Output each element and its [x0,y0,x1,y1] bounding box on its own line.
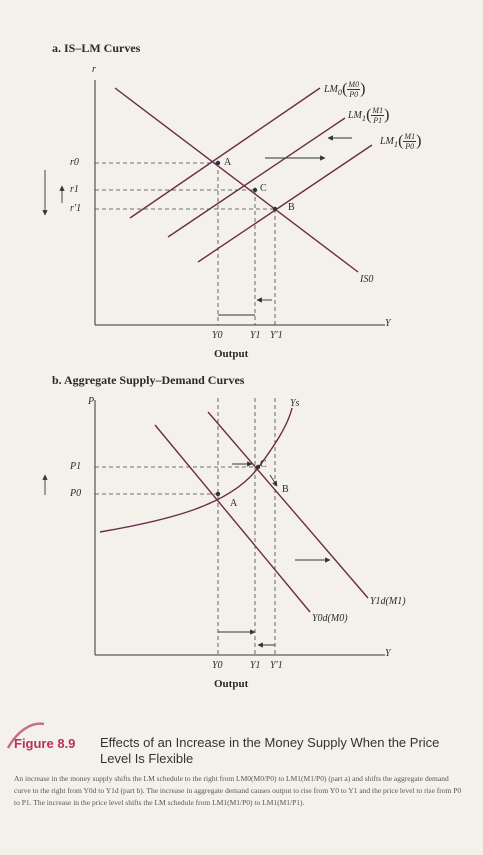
figure-title: Effects of an Increase in the Money Supp… [100,735,440,766]
r0-tick-label: r0 [70,157,79,168]
point-c-label: C [260,183,267,194]
is0-label: IS0 [360,274,374,285]
panel-b-axis-title: Output [214,678,249,690]
point-b-label-b: B [282,484,289,495]
panel-a-x-label: Y [385,318,391,329]
panel-a-title: a. IS–LM Curves [52,41,141,55]
lm0-curve [129,87,321,219]
point-a-dot [215,160,221,166]
ys-curve [99,407,293,533]
y1-tick-label-b: Y1 [250,660,261,671]
point-c-dot [252,187,258,193]
y1-tick-label-a: Y1 [250,330,261,341]
panel-b-title: b. Aggregate Supply–Demand Curves [52,373,245,387]
yd1-curve [207,411,369,599]
is0-curve [114,87,359,273]
point-a-dot-b [215,491,221,497]
lm1-p1-curve [167,117,346,238]
ys-label: Ys [290,398,300,409]
figure-swoosh-icon [6,722,45,749]
y0-tick-label-b: Y0 [212,660,223,671]
panel-a-y-label: r [92,64,96,75]
point-a-label: A [224,157,232,168]
point-c-dot-b [255,464,261,470]
panel-a-axis-title: Output [214,348,249,360]
c-to-b-arrow [269,474,278,487]
p1-tick-label: P1 [70,461,82,472]
y1p-tick-label-a: Y′1 [270,330,283,341]
point-b-label: B [288,202,295,213]
p0-tick-label: P0 [70,488,82,499]
yd1-label: Y1d(M1) [370,596,406,607]
panel-b-guides [95,398,276,655]
point-a-label-b: A [230,498,238,509]
yd0-curve [154,424,311,613]
r1-tick-label: r1 [70,184,79,195]
panel-b-x-label: Y [385,648,391,659]
figure-number: Figure 8.9 [14,736,76,751]
figure-caption: An increase in the money supply shifts t… [14,774,462,807]
panel-a-guides [95,162,276,325]
r1p-tick-label: r′1 [70,203,82,214]
panel-b-y-label: P [88,396,95,407]
point-b-dot [272,206,278,212]
yd0-label: Y0d(M0) [312,613,348,624]
point-c-label-b: C [260,459,267,470]
y0-tick-label-a: Y0 [212,330,223,341]
y1p-tick-label-b: Y′1 [270,660,283,671]
lm1-p0-curve [197,144,373,263]
